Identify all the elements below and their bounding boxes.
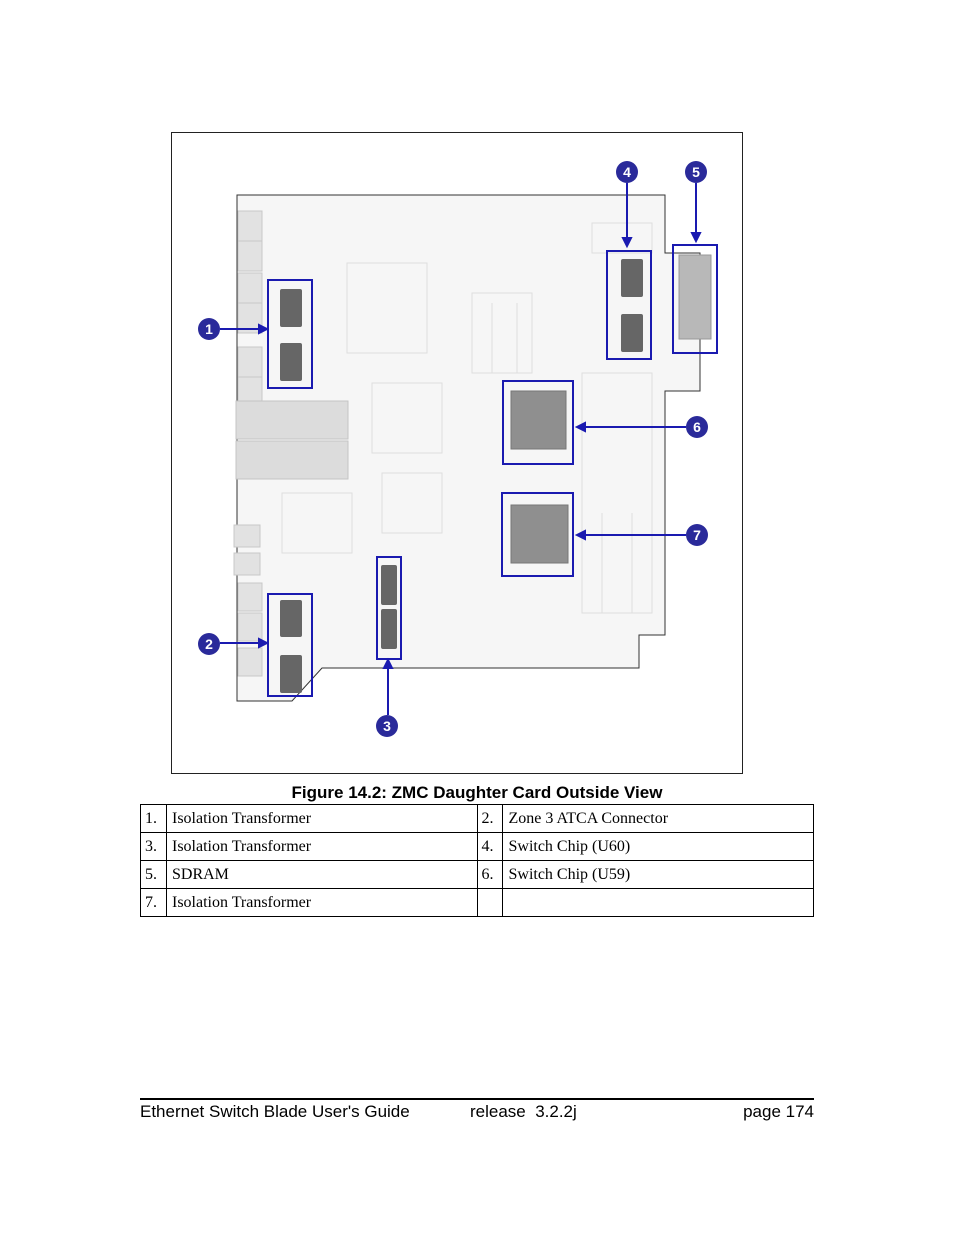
figure-frame: 1 2 3 4 5 6 7: [171, 132, 743, 774]
legend-num: [476, 888, 504, 917]
callout-5: 5: [685, 161, 707, 183]
callout-5-label: 5: [692, 164, 700, 180]
footer-page-number: page 174: [743, 1102, 814, 1121]
board-diagram: 1 2 3 4 5 6 7: [198, 161, 718, 737]
chip-2b: [280, 655, 302, 693]
chip-7: [510, 504, 569, 564]
callout-1-label: 1: [205, 321, 213, 337]
callout-7-label: 7: [693, 527, 701, 543]
chip-6: [510, 390, 567, 450]
legend-label: [502, 888, 814, 917]
table-row: 1. Isolation Transformer 2. Zone 3 ATCA …: [140, 804, 814, 833]
legend-num: 7.: [140, 888, 167, 917]
table-row: 5. SDRAM 6. Switch Chip (U59): [140, 860, 814, 889]
callout-1: 1: [198, 318, 220, 340]
board-detail: [281, 222, 653, 614]
callout-2-label: 2: [205, 636, 213, 652]
legend-num: 2.: [476, 804, 504, 833]
highlight-box-7: [501, 492, 574, 577]
figure-caption: Figure 14.2: ZMC Daughter Card Outside V…: [291, 783, 663, 802]
arrows: [220, 183, 702, 715]
legend-label: Isolation Transformer: [165, 804, 478, 833]
callout-4-label: 4: [623, 164, 631, 180]
legend-label: Switch Chip (U59): [502, 860, 814, 889]
table-row: 7. Isolation Transformer: [140, 888, 814, 917]
footer-rule: [140, 1098, 814, 1100]
callout-2: 2: [198, 633, 220, 655]
legend-num: 1.: [140, 804, 167, 833]
legend-label: Switch Chip (U60): [502, 832, 814, 861]
magnetics-blocks: [235, 400, 349, 480]
footer-release: release 3.2.2j: [470, 1102, 577, 1121]
legend-num: 3.: [140, 832, 167, 861]
chip-2a: [280, 600, 302, 637]
highlight-box-2: [267, 593, 313, 697]
legend-label: Zone 3 ATCA Connector: [502, 804, 814, 833]
footer-title: Ethernet Switch Blade User's Guide: [140, 1102, 410, 1121]
highlight-box-1: [267, 279, 313, 389]
callout-7: 7: [686, 524, 708, 546]
callout-4: 4: [616, 161, 638, 183]
legend-num: 5.: [140, 860, 167, 889]
callout-6: 6: [686, 416, 708, 438]
callout-3-label: 3: [383, 718, 391, 734]
legend-table: 1. Isolation Transformer 2. Zone 3 ATCA …: [140, 804, 814, 917]
table-row: 3. Isolation Transformer 4. Switch Chip …: [140, 832, 814, 861]
legend-label: SDRAM: [165, 860, 478, 889]
callout-6-label: 6: [693, 419, 701, 435]
callout-3: 3: [376, 715, 398, 737]
board-outline: [236, 194, 701, 702]
connector-5: [678, 254, 712, 340]
chip-1a: [280, 289, 302, 327]
chip-4a: [621, 259, 643, 297]
chip-4b: [621, 314, 643, 352]
page-footer: Ethernet Switch Blade User's Guide relea…: [140, 1102, 814, 1124]
chip-1b: [280, 343, 302, 381]
chip-3b: [381, 609, 397, 649]
legend-label: Isolation Transformer: [165, 832, 478, 861]
highlight-box-6: [502, 380, 574, 465]
highlight-box-4: [606, 250, 652, 360]
legend-num: 4.: [476, 832, 504, 861]
legend-label: Isolation Transformer: [165, 888, 478, 917]
legend-num: 6.: [476, 860, 504, 889]
chip-3a: [381, 565, 397, 605]
highlight-box-5: [672, 244, 718, 354]
highlight-box-3: [376, 556, 402, 660]
